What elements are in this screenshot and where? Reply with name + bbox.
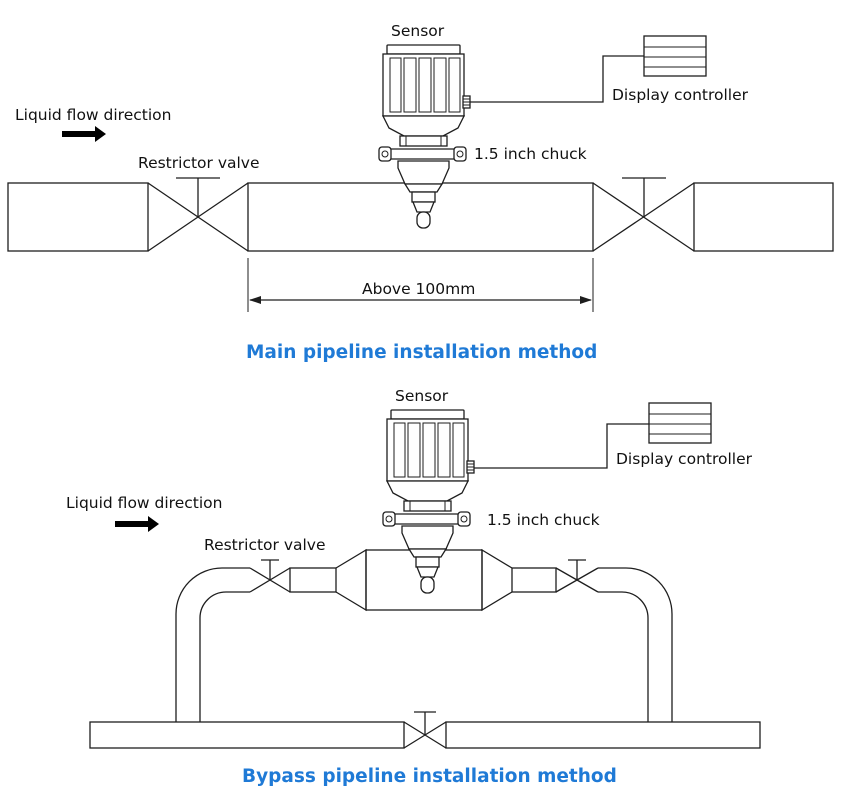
restrictor-valve-left: [249, 559, 291, 593]
flow-direction-arrow-icon: [62, 126, 106, 142]
flow-direction-arrow-icon: [115, 516, 159, 532]
main-pipeline-diagram: Liquid flow direction Restrictor valve A…: [7, 22, 834, 363]
flow-direction-label: Liquid flow direction: [15, 106, 171, 124]
outlet-pipe: [693, 182, 834, 252]
sensor-cable: [474, 423, 649, 469]
main-caption: Main pipeline installation method: [246, 342, 597, 363]
bypass-caption: Bypass pipeline installation method: [242, 766, 617, 787]
restrictor-valve-right: [592, 177, 695, 252]
restrictor-valve-label: Restrictor valve: [204, 536, 326, 554]
flow-direction-label: Liquid flow direction: [66, 494, 222, 512]
inlet-pipe: [7, 182, 149, 252]
display-controller-icon: [643, 35, 707, 77]
dimension-label: Above 100mm: [362, 280, 475, 298]
bypass-riser-left: [175, 567, 250, 722]
sensor-cable: [470, 55, 644, 103]
display-controller-label: Display controller: [612, 86, 749, 104]
display-controller-icon: [648, 402, 712, 444]
sensor-icon: [382, 409, 475, 594]
restrictor-valve-left: [147, 177, 249, 252]
sensor-label: Sensor: [395, 387, 449, 405]
chuck-label: 1.5 inch chuck: [474, 145, 587, 163]
restrictor-valve-label: Restrictor valve: [138, 154, 260, 172]
main-line-pipe: [89, 711, 761, 749]
bypass-pipeline-diagram: Liquid flow direction: [66, 387, 761, 787]
display-controller-label: Display controller: [616, 450, 753, 468]
chuck-label: 1.5 inch chuck: [487, 511, 600, 529]
bypass-riser-right: [598, 567, 673, 722]
restrictor-valve-right: [555, 559, 599, 593]
sensor-icon: [378, 44, 471, 229]
sensor-label: Sensor: [391, 22, 445, 40]
dimension-line: [247, 258, 594, 312]
